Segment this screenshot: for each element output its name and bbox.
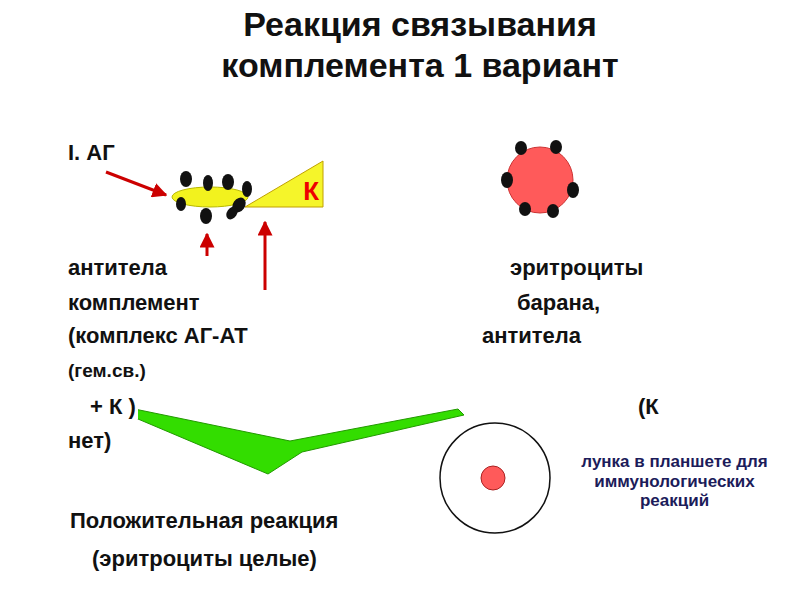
reaction-result: Положительная реакция [68, 508, 340, 533]
well [440, 423, 550, 533]
k-label: (К [636, 394, 661, 419]
erythrocyte-antibodies [501, 140, 579, 218]
antibodies [176, 171, 252, 224]
sheep-label: барана, [515, 290, 602, 315]
erythrocyte-label: эритроциты [508, 255, 645, 280]
triangle-shape [245, 161, 323, 207]
erythrocyte [507, 147, 573, 213]
complement-label: комплемент [66, 290, 202, 315]
hemolytic-label: (гем.св.) [66, 360, 148, 382]
plus-k-label: + К ) [88, 394, 138, 419]
antigen-label: I. АГ [66, 140, 117, 165]
slide-title: Реакция связывания комплемента 1 вариант [140, 4, 700, 86]
complement-letter: К [303, 178, 319, 204]
antibody-label: антитела [480, 323, 583, 348]
no-label: нет) [66, 428, 113, 453]
result-note: (эритроциты целые) [90, 546, 319, 571]
complex-label: (комплекс АГ-АТ [66, 323, 250, 348]
well-note: лунка в планшете для иммунологических ре… [560, 452, 789, 511]
green-arrow [120, 406, 464, 474]
complement-triangle: К [244, 160, 324, 208]
intact-erythrocytes [481, 466, 505, 490]
antibody-label: антитела [66, 255, 169, 280]
